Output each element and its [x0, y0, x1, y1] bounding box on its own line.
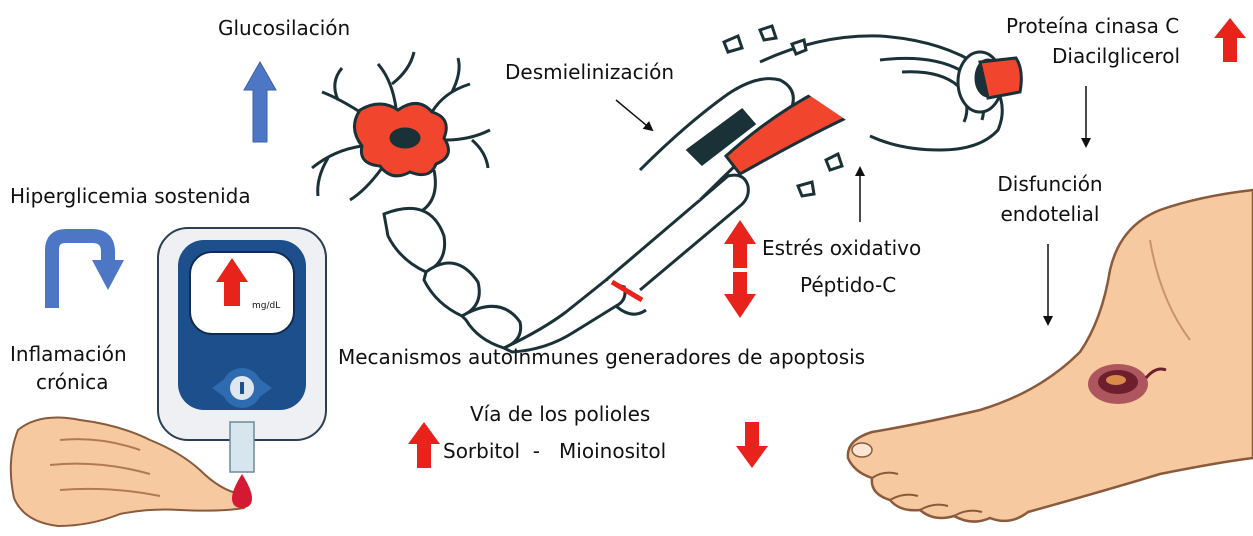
hiperglicemia-label: Hiperglicemia sostenida — [10, 184, 251, 209]
inflamacion-label-line1: Inflamación — [10, 342, 127, 367]
proteina-cinasa-label: Proteína cinasa C — [1006, 14, 1179, 39]
neuron-body — [312, 52, 490, 200]
sorbitol-mioinositol-label: Sorbitol - Mioinositol — [443, 439, 666, 464]
desmielinizacion-label: Desmielinización — [505, 60, 674, 85]
sorbitol-up-arrow — [408, 422, 440, 468]
via-polioles-label: Vía de los polioles — [470, 402, 650, 427]
inflamacion-label-line2: crónica — [36, 370, 109, 395]
disfuncion-label-line2: endotelial — [988, 202, 1112, 227]
estres-up-arrow — [724, 220, 756, 268]
meter-unit-label: mg/dL — [252, 301, 280, 311]
peptido-down-arrow — [724, 272, 756, 318]
desmielinizacion-pointer-arrow — [616, 100, 652, 130]
cycle-arrow — [52, 236, 124, 308]
glucosilacion-up-arrow — [244, 62, 276, 142]
glucosilacion-label: Glucosilación — [218, 16, 350, 41]
estres-oxidativo-label: Estrés oxidativo — [762, 236, 921, 261]
proteina-up-arrow — [1214, 18, 1246, 62]
axon — [384, 26, 1021, 352]
blood-drop — [232, 474, 252, 508]
peptido-c-label: Péptido-C — [800, 273, 896, 298]
mecanismos-autoinmunes-label: Mecanismos autoinmunes generadores de ap… — [338, 345, 865, 370]
disfuncion-label-line1: Disfunción — [988, 172, 1112, 197]
mioinositol-down-arrow — [736, 422, 768, 468]
diacilglicerol-label: Diacilglicerol — [1052, 44, 1180, 69]
